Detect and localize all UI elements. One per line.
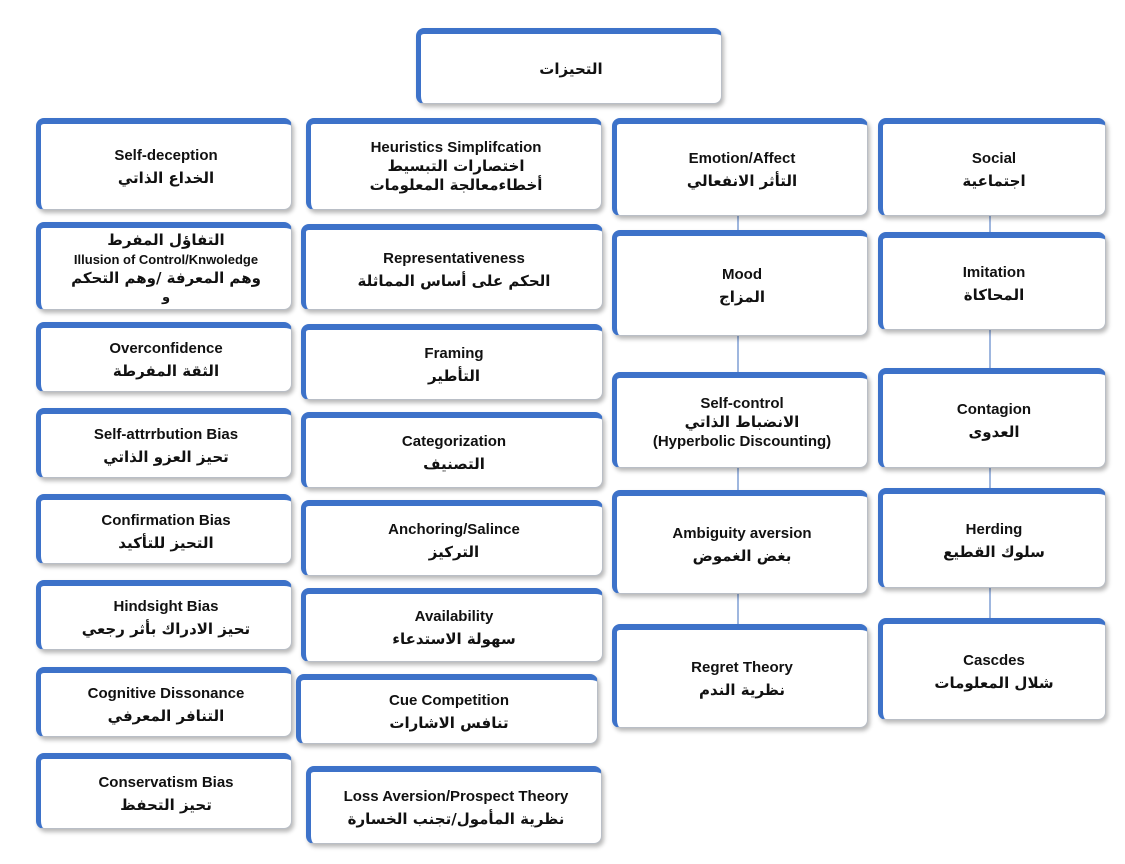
node-representativeness: Representativeness الحكم على أساس المماث… [301, 224, 603, 310]
node-label-en: Self-deception [114, 146, 218, 164]
node-self-control: Self-control الانضباط الذاتي (Hyperbolic… [612, 372, 868, 468]
node-label-ar: الحكم على أساس المماثلة [357, 271, 551, 290]
node-label-ar: التحيز للتأكيد [118, 533, 214, 552]
node-label-en: Ambiguity aversion [672, 524, 812, 542]
node-label-ar: تنافس الاشارات [389, 713, 509, 732]
node-self-attribution-bias: Self-attrrbution Bias تحيز العزو الذاتي [36, 408, 292, 478]
node-label-en: Mood [722, 265, 762, 283]
node-anchoring-salience: Anchoring/Salince التركيز [301, 500, 603, 576]
node-label-en: Emotion/Affect [688, 149, 796, 167]
node-cognitive-dissonance: Cognitive Dissonance التنافر المعرفي [36, 667, 292, 737]
node-label-ar: التفاؤل المفرط [107, 230, 225, 249]
node-label-en: Loss Aversion/Prospect Theory [343, 787, 569, 805]
node-label-ar: و [161, 289, 171, 305]
node-label-en: Self-control [700, 395, 784, 412]
node-categorization: Categorization التصنيف [301, 412, 603, 488]
node-label-en: Cognitive Dissonance [87, 684, 245, 702]
node-label-ar: التأطير [427, 366, 481, 385]
node-label-ar: التأثر الانفعالي [686, 171, 798, 190]
node-label-ar: المحاكاة [963, 285, 1025, 304]
node-label-ar: المزاج [718, 287, 766, 306]
node-label-ar: نظرية الندم [698, 680, 786, 699]
node-label-ar: الخداع الذاتي [117, 168, 215, 187]
node-cascades: Cascdes شلال المعلومات [878, 618, 1106, 720]
node-label-en: Imitation [962, 263, 1026, 281]
node-contagion: Contagion العدوى [878, 368, 1106, 468]
node-label-ar: بغض الغموض [692, 546, 792, 565]
node-label-ar: التنافر المعرفي [107, 706, 225, 725]
node-label-en: Anchoring/Salince [388, 520, 520, 538]
node-conservatism-bias: Conservatism Bias تحيز التحفظ [36, 753, 292, 829]
node-label-en: Conservatism Bias [98, 773, 234, 791]
node-label-ar: وهم المعرفة /وهم التحكم [71, 268, 261, 287]
node-label-en: Illusion of Control/Knwoledge [73, 251, 259, 267]
node-mood: Mood المزاج [612, 230, 868, 336]
node-label-ar: العدوى [968, 422, 1020, 441]
node-label-en: Cue Competition [389, 691, 509, 709]
node-label-en: Categorization [401, 432, 507, 450]
node-label-ar: الانضباط الذاتي [684, 413, 800, 431]
node-label-en: (Hyperbolic Discounting) [652, 433, 832, 450]
node-label-en: Framing [424, 344, 484, 362]
node-label-en: Herding [965, 520, 1023, 538]
node-label-en: Hindsight Bias [113, 597, 219, 615]
node-label-ar: الثقة المفرطة [112, 361, 220, 380]
node-label-ar: نظرية المأمول/تجنب الخسارة [347, 809, 565, 828]
node-label-ar: التصنيف [423, 454, 485, 473]
node-label-en: Heuristics Simplifcation [370, 139, 542, 156]
node-label-ar: شلال المعلومات [934, 673, 1054, 692]
node-framing: Framing التأطير [301, 324, 603, 400]
node-social: Social اجتماعية [878, 118, 1106, 216]
node-heuristics-simplification: Heuristics Simplifcation اختصارات التبسي… [306, 118, 602, 210]
node-label-ar: التركيز [428, 542, 480, 561]
node-label-en: Contagion [956, 400, 1032, 418]
node-label-en: Social [971, 149, 1017, 167]
node-regret-theory: Regret Theory نظرية الندم [612, 624, 868, 728]
node-self-deception: Self-deception الخداع الذاتي [36, 118, 292, 210]
node-availability: Availability سهولة الاستدعاء [301, 588, 603, 662]
node-label-ar: سهولة الاستدعاء [392, 629, 516, 648]
node-loss-aversion: Loss Aversion/Prospect Theory نظرية المأ… [306, 766, 602, 844]
node-label-ar: أخطاءمعالجة المعلومات [369, 176, 543, 194]
node-label-en: Self-attrrbution Bias [93, 425, 239, 443]
node-herding: Herding سلوك القطيع [878, 488, 1106, 588]
node-ambiguity-aversion: Ambiguity aversion بغض الغموض [612, 490, 868, 594]
node-label-ar: تحيز العزو الذاتي [103, 447, 229, 466]
node-label-ar: اختصارات التبسيط [387, 157, 525, 175]
root-title: التحيزات [539, 59, 603, 78]
node-label-ar: اجتماعية [962, 171, 1026, 190]
node-illusion-of-control: التفاؤل المفرط Illusion of Control/Knwol… [36, 222, 292, 310]
node-label-ar: تحيز الادراك بأثر رجعي [81, 619, 251, 638]
node-label-en: Confirmation Bias [101, 511, 231, 529]
node-label-ar: تحيز التحفظ [120, 795, 212, 814]
node-confirmation-bias: Confirmation Bias التحيز للتأكيد [36, 494, 292, 564]
root-node: التحيزات [416, 28, 722, 104]
node-label-en: Availability [414, 607, 494, 625]
node-label-en: Cascdes [963, 651, 1025, 669]
node-imitation: Imitation المحاكاة [878, 232, 1106, 330]
node-label-en: Regret Theory [691, 658, 793, 676]
node-overconfidence: Overconfidence الثقة المفرطة [36, 322, 292, 392]
node-label-ar: سلوك القطيع [943, 542, 1045, 561]
node-cue-competition: Cue Competition تنافس الاشارات [296, 674, 598, 744]
node-label-en: Representativeness [383, 249, 525, 267]
node-hindsight-bias: Hindsight Bias تحيز الادراك بأثر رجعي [36, 580, 292, 650]
node-emotion-affect: Emotion/Affect التأثر الانفعالي [612, 118, 868, 216]
node-label-en: Overconfidence [109, 339, 223, 357]
